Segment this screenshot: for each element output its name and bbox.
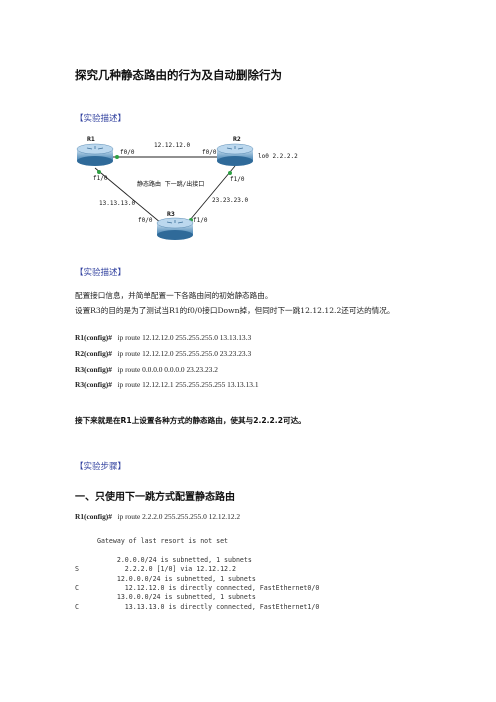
command-line: R1(config)# ip route 12.12.12.0 255.255.… [75,333,251,342]
command-text: ip route 2.2.2.0 255.255.255.0 12.12.12.… [117,512,241,521]
label-r2-f00: f0/0 [202,149,217,156]
command-text: ip route 12.12.12.1 255.255.255.255 13.1… [117,380,259,389]
label-r1-f10: f1/0 [93,175,108,182]
route-code: C [75,583,79,592]
command-prompt: R1(config)# [75,512,112,521]
command-text: ip route 12.12.12.0 255.255.255.0 13.13.… [117,333,252,342]
output-text: Gateway of last resort is not set [97,537,229,545]
section-label-steps: 【实验步骤】 [75,462,127,472]
command-line: R3(config)# ip route 0.0.0.0 0.0.0.0 23.… [75,365,218,374]
router-r2-icon [216,143,254,166]
command-prompt: R1(config)# [75,333,112,342]
label-lo0: lo0 2.2.2.2 [258,153,298,160]
output-line: 13.0.0.0/24 is subnetted, 1 subnets [75,593,375,602]
port-dot [115,155,119,159]
output-text: 13.0.0.0/24 is subnetted, 1 subnets [97,593,256,602]
label-r3-f10: f1/0 [193,217,208,224]
port-dot [97,170,101,174]
label-r1: R1 [87,135,95,143]
output-line: 12.0.0.0/24 is subnetted, 1 subnets [75,575,375,584]
label-r3: R3 [167,210,175,218]
desc-line-2: 设置R3的目的是为了测试当R1的f0/0接口Down掉，但同时下一跳12.12.… [75,306,395,315]
command-line: R2(config)# ip route 12.12.12.0 255.255.… [75,349,251,358]
label-note: 静态路由 下一跳/出接口 [137,180,204,188]
doc-title: 探究几种静态路由的行为及自动删除行为 [75,68,282,82]
output-line: S 2.2.2.0 [1/0] via 12.12.12.2 [75,565,375,574]
label-r1-f00: f0/0 [120,149,135,156]
port-dot [228,171,232,175]
output-text: 13.13.13.0 is directly connected, FastEt… [97,602,320,611]
link-r2-r3 [184,165,236,227]
output-line: 2.0.0.0/24 is subnetted, 1 subnets [75,556,375,565]
command-text: ip route 12.12.12.0 255.255.255.0 23.23.… [117,349,252,358]
label-r2-f10: f1/0 [230,176,245,183]
label-net-13: 13.13.13.0 [99,200,136,207]
command-line: R3(config)# ip route 12.12.12.1 255.255.… [75,380,259,389]
step-heading: 一、只使用下一跳方式配置静态路由 [75,492,235,503]
step-command-line: R1(config)# ip route 2.2.2.0 255.255.255… [75,512,240,521]
router-r3-icon [156,217,194,240]
output-line: C 13.13.13.0 is directly connected, Fast… [75,603,375,612]
command-prompt: R2(config)# [75,349,112,358]
command-text: ip route 0.0.0.0 0.0.0.0 23.23.23.2 [117,365,218,374]
output-text: 12.12.12.0 is directly connected, FastEt… [97,583,320,592]
output-text: 12.0.0.0/24 is subnetted, 1 subnets [97,574,256,583]
command-prompt: R3(config)# [75,380,112,389]
route-code: S [75,565,79,574]
label-net-12: 12.12.12.0 [154,142,191,149]
output-text: 2.2.2.0 [1/0] via 12.12.12.2 [97,565,236,574]
route-code: C [75,602,79,611]
link-r1-r3 [94,167,168,229]
desc-line-1: 配置接口信息，并简单配置一下各路由间的初始静态路由。 [75,291,273,300]
section-label-description: 【实验描述】 [75,114,127,124]
routing-table-output: Gateway of last resort is not set 2.0.0.… [75,537,375,612]
label-r3-f00: f0/0 [138,217,153,224]
command-prompt: R3(config)# [75,365,112,374]
label-net-23: 23.23.23.0 [212,197,249,204]
emphasis-line: 接下来就是在R1上设置各种方式的静态路由，使其与2.2.2.2可达。 [75,416,306,425]
section-label-description-2: 【实验描述】 [75,268,127,278]
label-r2: R2 [233,135,241,143]
output-line: Gateway of last resort is not set [75,537,375,546]
output-line: C 12.12.12.0 is directly connected, Fast… [75,584,375,593]
router-r1-icon [76,143,114,166]
topology-diagram: R1 R2 R3 f0/0 12.12.12.0 f0/0 lo0 2.2.2.… [76,135,298,240]
output-text: 2.0.0.0/24 is subnetted, 1 subnets [97,555,252,564]
output-line [75,546,375,555]
